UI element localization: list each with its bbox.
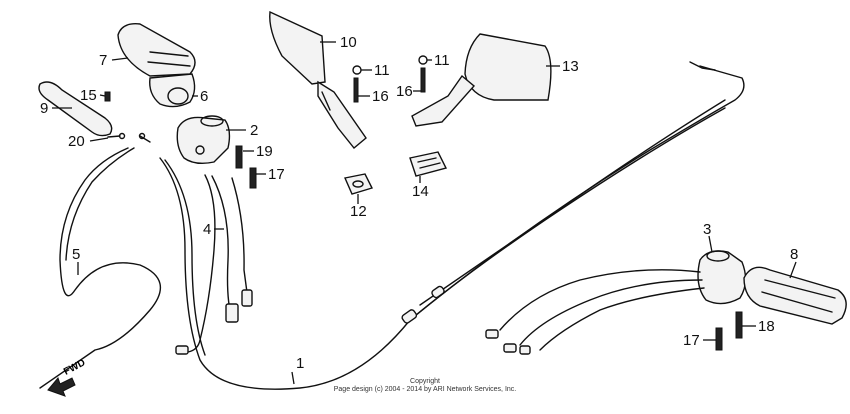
callout-1[interactable]: 1 [296,355,304,372]
callout-11-left[interactable]: 11 [374,62,390,79]
copyright-line-1: Copyright [410,378,440,385]
part-4-switch-harness[interactable] [175,174,253,355]
part-1-throttle-cable[interactable] [159,61,745,390]
callout-12[interactable]: 12 [350,203,367,220]
part-3-right-switch[interactable] [697,250,747,305]
part-17-screw-left[interactable] [249,167,257,189]
part-2-left-switch[interactable] [176,115,231,165]
callout-labels: 1 2 3 4 5 6 7 8 9 10 11 11 12 13 14 15 1… [40,34,798,372]
callout-18[interactable]: 18 [758,318,775,335]
copyright-line-2: Page design (c) 2004 - 2014 by ARI Netwo… [333,386,517,393]
callout-5[interactable]: 5 [72,246,80,263]
part-11-nut-right[interactable] [418,55,428,65]
part-5-clutch-cable[interactable] [39,132,162,389]
callout-19[interactable]: 19 [256,143,273,160]
part-12-boot[interactable] [344,173,373,195]
part-14-boot[interactable] [409,151,448,177]
right-switch-wiring[interactable] [485,269,705,355]
part-20-pin[interactable] [107,132,126,140]
part-19-screw[interactable] [235,145,243,169]
callout-17-right[interactable]: 17 [683,332,700,349]
callout-16-right[interactable]: 16 [396,83,413,100]
part-17-screw-right[interactable] [715,327,723,351]
part-16-bolt-left[interactable] [353,77,359,103]
callout-14[interactable]: 14 [412,183,429,200]
callout-9[interactable]: 9 [40,100,48,117]
copyright-notice: Copyright Page design (c) 2004 - 2014 by… [0,378,850,394]
callout-16-left[interactable]: 16 [372,88,389,105]
callout-15[interactable]: 15 [80,87,97,104]
part-7-left-grip[interactable] [117,23,196,77]
callout-7[interactable]: 7 [99,52,107,69]
callout-4[interactable]: 4 [203,221,211,238]
callout-13[interactable]: 13 [562,58,579,75]
part-10-left-mirror[interactable] [269,10,367,149]
leader-lines [52,41,797,385]
part-16-bolt-right[interactable] [420,67,426,93]
callout-17-left[interactable]: 17 [268,166,285,183]
callout-8[interactable]: 8 [790,246,798,263]
callout-2[interactable]: 2 [250,122,258,139]
callout-20[interactable]: 20 [68,133,85,150]
callout-10[interactable]: 10 [340,34,357,51]
fwd-arrow-icon [47,376,76,397]
callout-3[interactable]: 3 [703,221,711,238]
part-8-right-grip[interactable] [743,266,847,325]
part-9-clutch-lever[interactable] [38,81,113,137]
callout-11-right[interactable]: 11 [434,52,450,69]
part-18-screw[interactable] [735,311,743,339]
part-11-nut-left[interactable] [352,65,362,75]
part-15-screw[interactable] [104,91,111,102]
part-6-grip-housing[interactable] [149,73,196,108]
callout-6[interactable]: 6 [200,88,208,105]
part-13-right-mirror[interactable] [411,33,552,127]
